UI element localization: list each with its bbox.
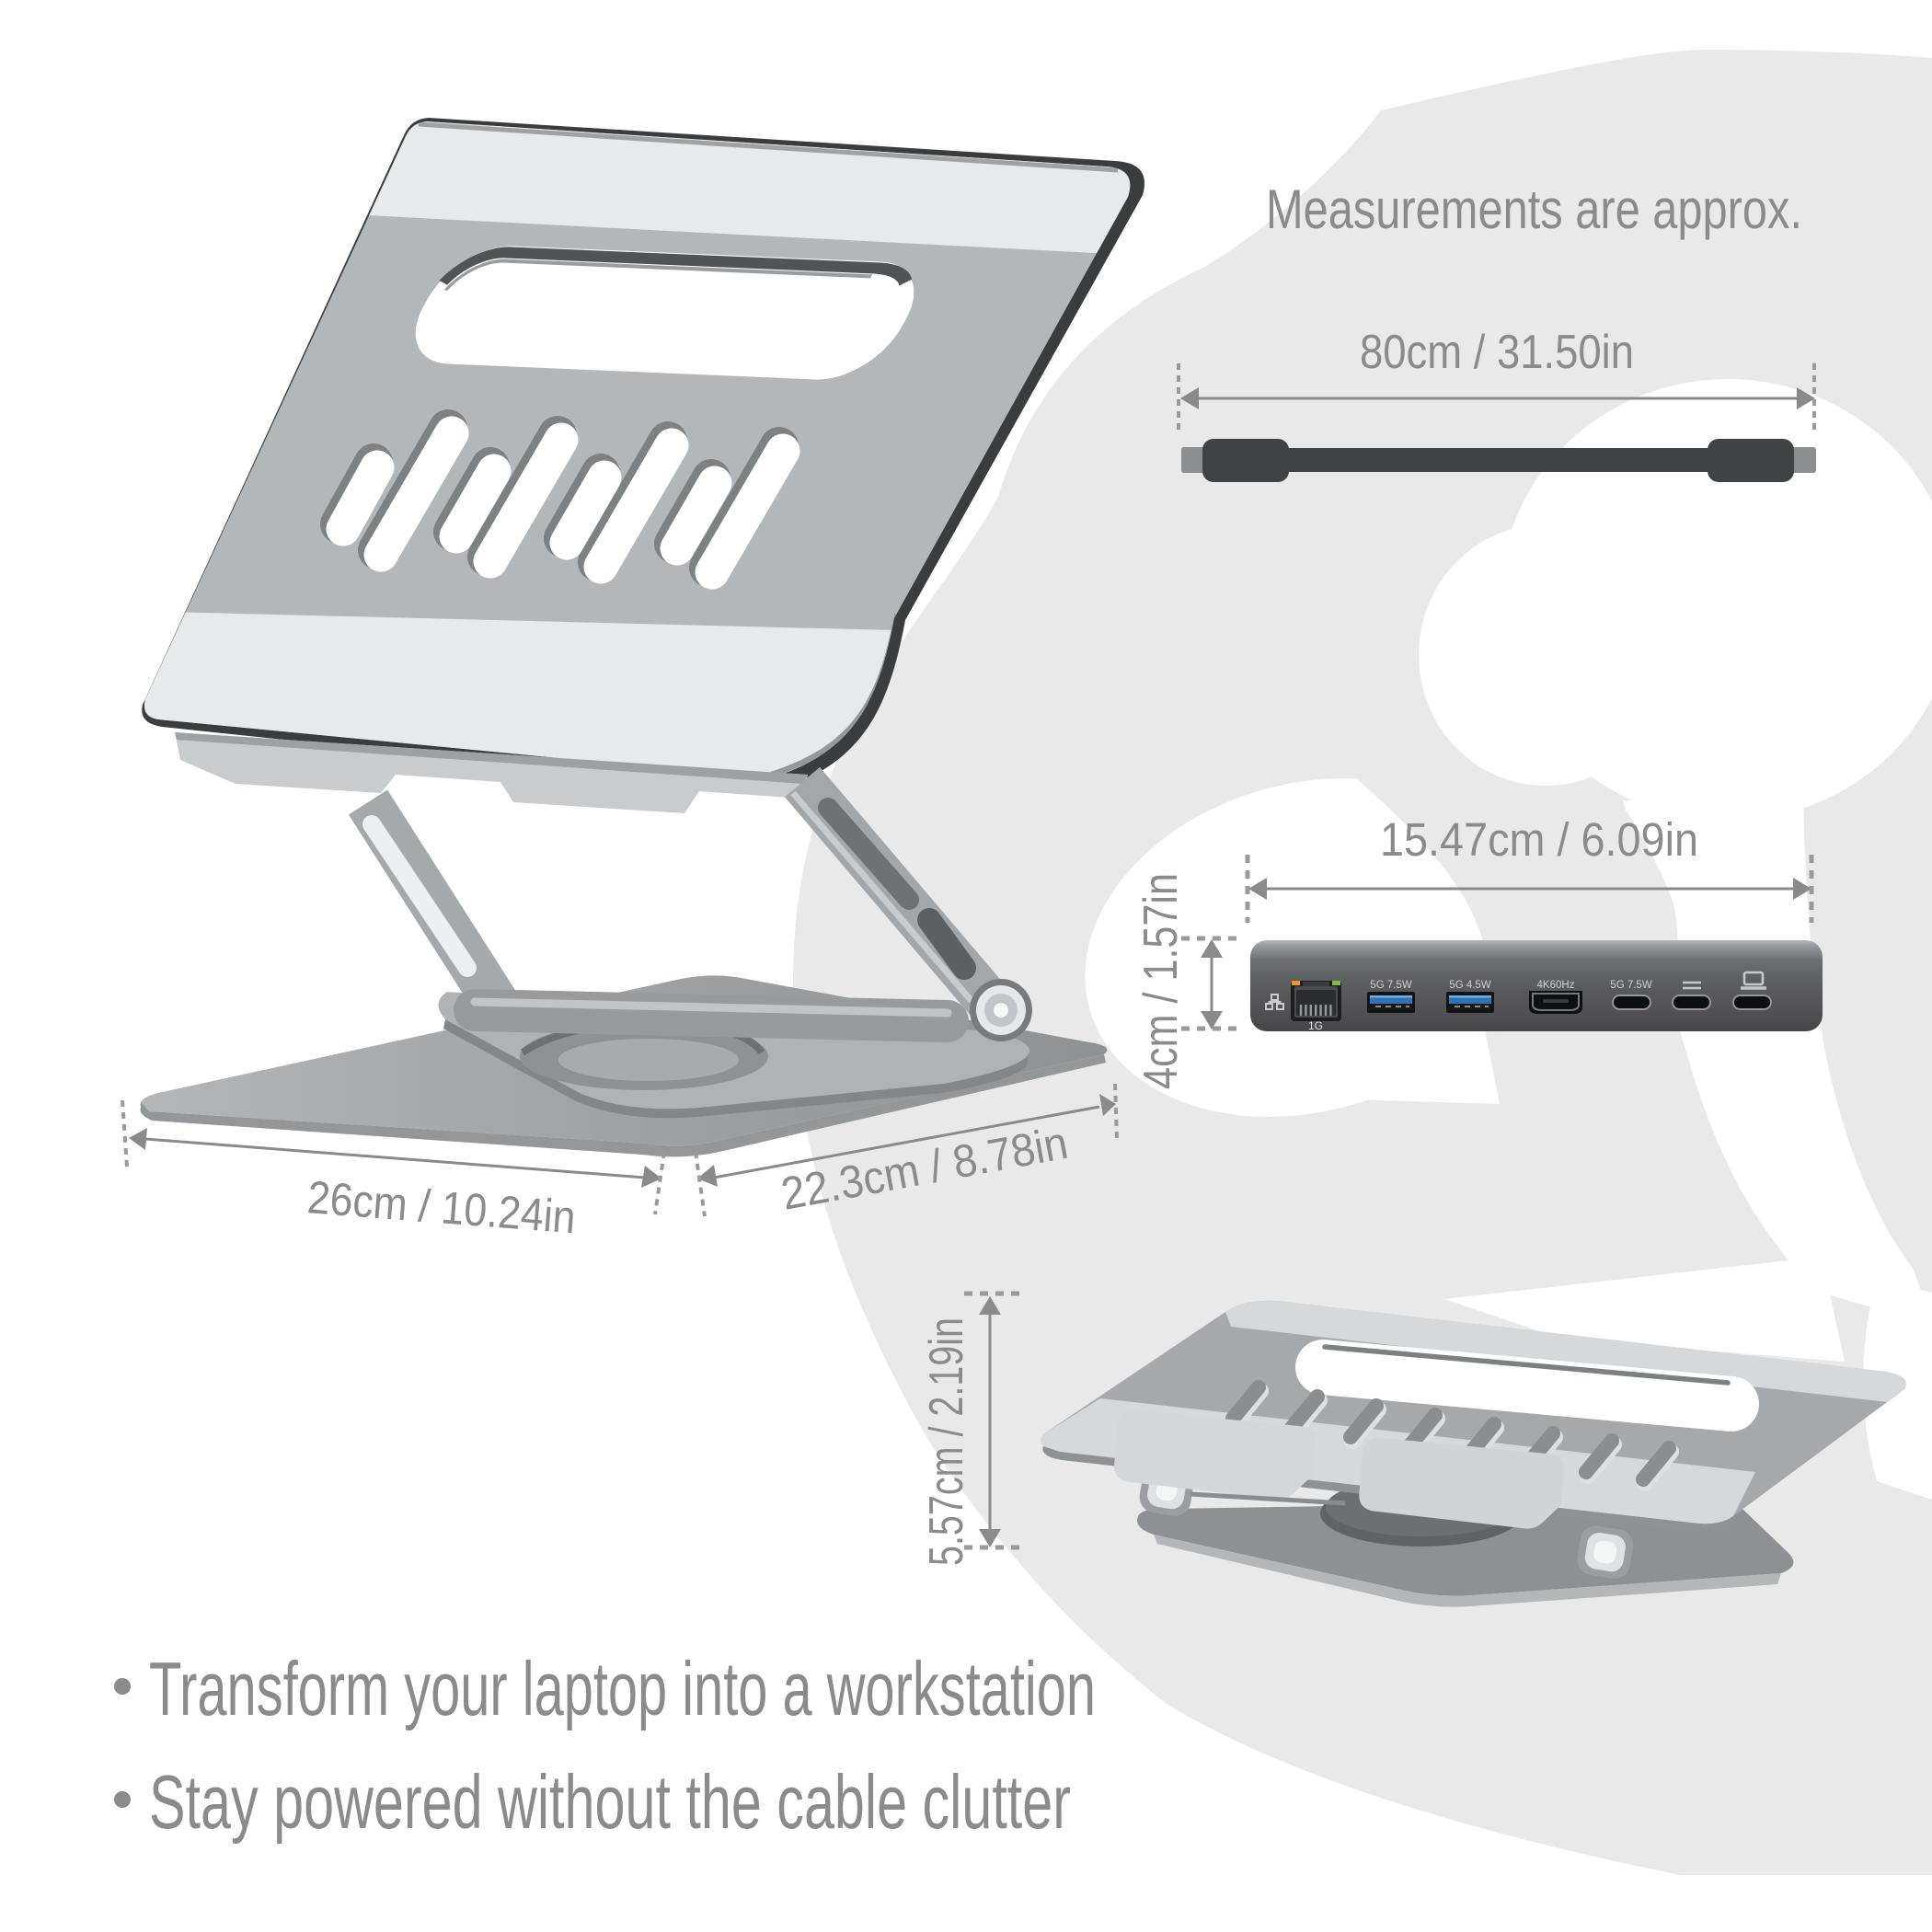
svg-text:5G 4.5W: 5G 4.5W: [1449, 980, 1491, 991]
svg-text:15.47cm / 6.09in: 15.47cm / 6.09in: [1380, 813, 1698, 866]
svg-text:Transform your laptop into a w: Transform your laptop into a workstation: [149, 1646, 1096, 1731]
svg-text:80cm / 31.50in: 80cm / 31.50in: [1360, 326, 1634, 379]
svg-text:1G: 1G: [1308, 1019, 1323, 1032]
svg-text:5G 7.5W: 5G 7.5W: [1610, 980, 1652, 991]
svg-text:5G 7.5W: 5G 7.5W: [1370, 980, 1412, 991]
svg-text:Measurements are approx.: Measurements are approx.: [1266, 178, 1802, 240]
svg-text:4cm / 1.57in: 4cm / 1.57in: [1134, 873, 1188, 1089]
svg-text:4K60Hz: 4K60Hz: [1537, 980, 1575, 991]
svg-text:Stay powered without the cable: Stay powered without the cable clutter: [149, 1759, 1071, 1845]
svg-text:26cm / 10.24in: 26cm / 10.24in: [305, 1171, 577, 1243]
svg-text:5.57cm / 2.19in: 5.57cm / 2.19in: [920, 1317, 973, 1566]
